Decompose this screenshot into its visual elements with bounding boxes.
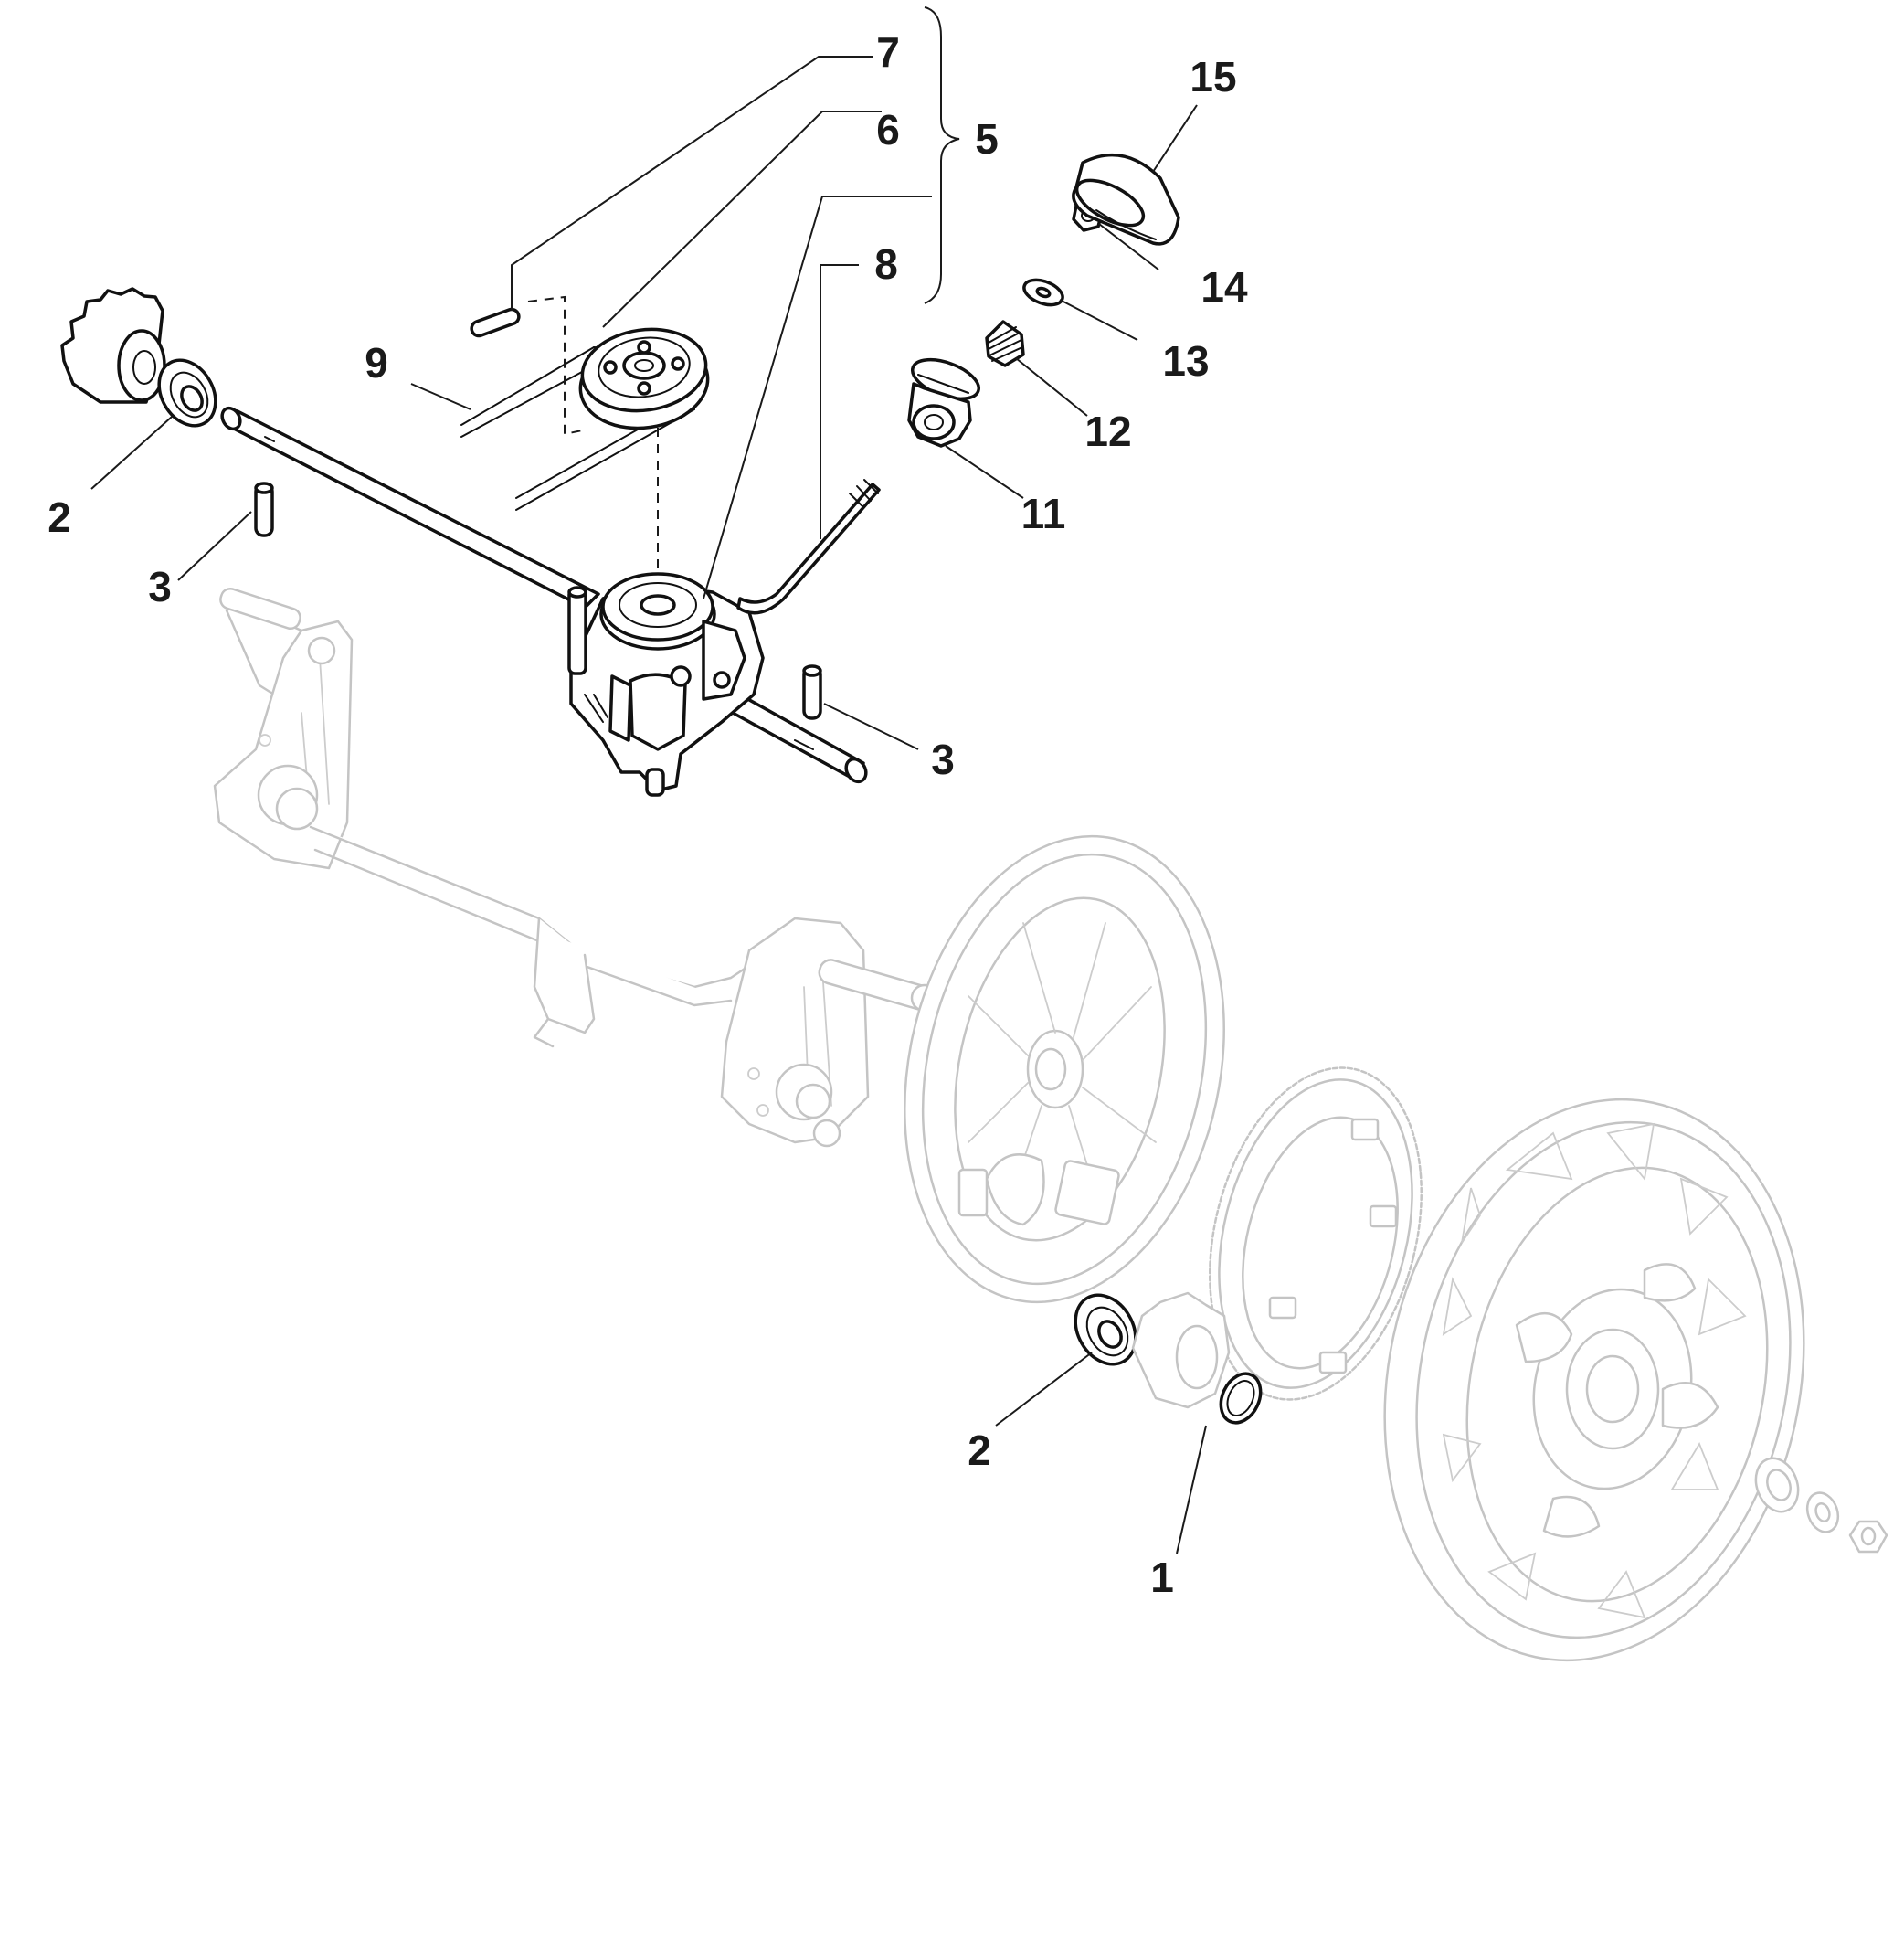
leader-lines [90,6,1207,1554]
callout-labels: 1 2 2 3 3 5 6 7 8 9 11 12 13 14 15 [48,28,1248,1601]
leader-2b [995,1352,1093,1427]
adjuster-spring [985,320,1025,367]
roll-pin-left [254,482,274,537]
callout-2-right: 2 [968,1427,991,1474]
callout-13: 13 [1162,337,1209,385]
callout-8: 8 [874,240,898,288]
callout-15: 15 [1190,53,1236,101]
roll-pin-pulley [470,307,521,338]
leader-8 [820,264,859,539]
wheel-bearing-washer-nut-ghost [1754,1457,1888,1554]
control-rod [736,479,881,615]
leader-1 [1176,1425,1207,1554]
callout-6: 6 [876,106,900,154]
bearing-right [1074,1293,1137,1366]
callout-2-left: 2 [48,493,71,541]
leader-12 [1015,357,1088,417]
wheel-hub-cover-ghost [904,834,1225,1304]
callout-1: 1 [1150,1554,1174,1601]
leader-2a [90,416,173,490]
leader-3b [823,703,919,750]
gearbox-transmission [567,572,765,797]
leader-14 [1098,223,1159,270]
cable-adjuster-housing [907,357,980,448]
leader-3a [177,511,252,581]
callout-14: 14 [1201,263,1248,311]
retaining-clip-ring [1219,1372,1263,1425]
dashed-pin-guide [527,295,587,436]
drive-pinion-gear-left [60,287,166,404]
leader-11 [945,445,1024,499]
callout-11: 11 [1021,490,1066,537]
leader-9 [410,383,471,410]
callout-12: 12 [1084,408,1131,455]
leader-7 [511,56,873,311]
rear-wheel-tire-ghost [1383,1098,1805,1662]
callout-5: 5 [975,115,999,163]
rear-axle-bracket-assembly-ghost [213,587,939,1148]
leader-13 [1059,299,1138,341]
leader-assembly [703,196,932,599]
bracket-5 [924,6,960,304]
bearing-left [157,358,217,428]
drive-pinion-gear-right-ghost [1131,1291,1231,1409]
roll-pin-right [802,664,822,720]
leader-15 [1152,104,1198,173]
leader-6 [602,111,882,328]
callout-7: 7 [876,28,900,76]
callout-3-left: 3 [148,563,172,610]
adjuster-knob-cap [1072,153,1180,246]
drive-pulley [578,327,710,430]
callout-9: 9 [365,339,388,387]
flat-washer [1022,278,1064,307]
callout-3-right: 3 [931,736,955,783]
drive-ring-gear-ghost [1209,1066,1423,1401]
